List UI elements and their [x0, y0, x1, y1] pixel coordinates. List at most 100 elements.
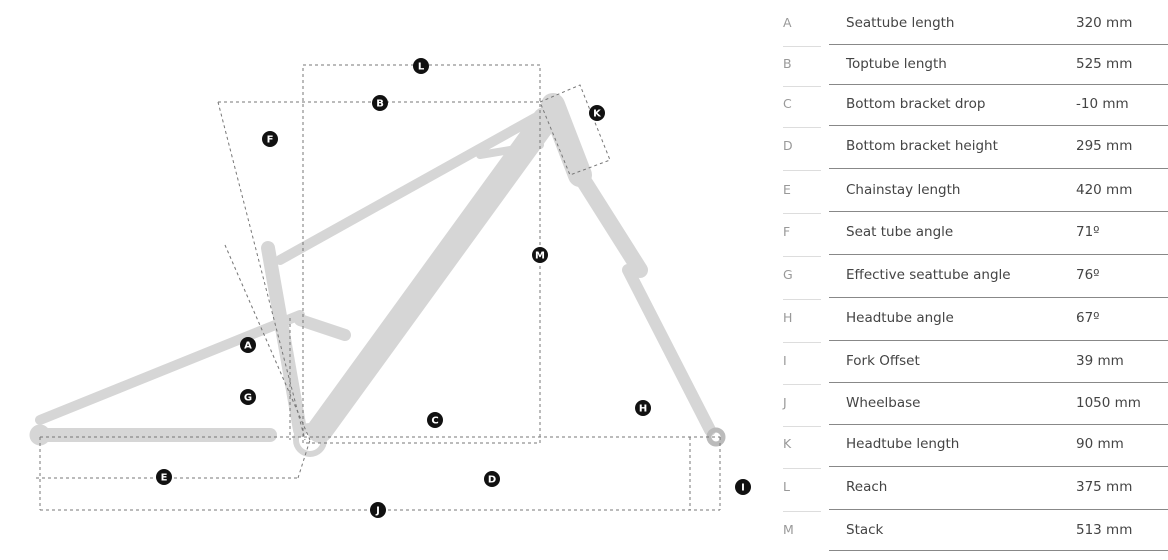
row-divider — [829, 44, 1168, 45]
spec-value: 90 mm — [1076, 436, 1124, 452]
row-divider — [783, 511, 821, 512]
bike-frame — [29, 93, 726, 457]
spec-name: Stack — [846, 522, 884, 538]
row-divider — [829, 168, 1168, 169]
marker-label: H — [639, 404, 647, 415]
spec-row: H Headtube angle 67º — [783, 310, 1168, 330]
row-divider — [829, 509, 1168, 510]
spec-name: Seattube length — [846, 15, 955, 31]
spec-value: -10 mm — [1076, 96, 1129, 112]
marker-l — [413, 58, 429, 74]
spec-name: Bottom bracket drop — [846, 96, 986, 112]
marker-m — [532, 247, 548, 263]
spec-letter: D — [783, 138, 793, 153]
marker-h — [635, 400, 651, 416]
marker-a — [240, 337, 256, 353]
spec-value: 71º — [1076, 224, 1100, 240]
marker-e — [156, 469, 172, 485]
row-divider — [829, 382, 1168, 383]
marker-label: J — [375, 506, 380, 517]
row-divider — [783, 384, 821, 385]
row-divider — [829, 297, 1168, 298]
marker-label: E — [161, 473, 168, 484]
label-markers: A B C D E F G H I J K L M — [156, 58, 751, 518]
spec-row: F Seat tube angle 71º — [783, 224, 1168, 244]
spec-letter: E — [783, 182, 791, 197]
row-divider — [783, 426, 821, 427]
spec-letter: A — [783, 15, 792, 30]
spec-row: D Bottom bracket height 295 mm — [783, 138, 1168, 158]
marker-label: A — [244, 341, 252, 352]
spec-name: Fork Offset — [846, 353, 920, 369]
marker-label: I — [741, 483, 745, 494]
spec-letter: L — [783, 479, 790, 494]
spec-value: 76º — [1076, 267, 1100, 283]
row-divider — [829, 466, 1168, 467]
row-divider — [783, 46, 821, 47]
marker-k — [589, 105, 605, 121]
marker-label: B — [376, 99, 384, 110]
spec-value: 375 mm — [1076, 479, 1133, 495]
marker-label: C — [431, 416, 438, 427]
spec-value: 67º — [1076, 310, 1100, 326]
spec-name: Effective seattube angle — [846, 267, 1011, 283]
spec-value: 1050 mm — [1076, 395, 1141, 411]
row-divider — [783, 170, 821, 171]
spec-row: M Stack 513 mm — [783, 522, 1168, 542]
spec-name: Bottom bracket height — [846, 138, 998, 154]
row-divider — [829, 211, 1168, 212]
row-divider — [783, 299, 821, 300]
spec-name: Headtube angle — [846, 310, 954, 326]
marker-c — [427, 412, 443, 428]
row-divider — [783, 468, 821, 469]
spec-value: 295 mm — [1076, 138, 1133, 154]
marker-d — [484, 471, 500, 487]
marker-b — [372, 95, 388, 111]
row-divider — [829, 424, 1168, 425]
spec-letter: J — [783, 395, 787, 410]
marker-label: M — [535, 251, 545, 262]
row-divider — [829, 125, 1168, 126]
marker-label: F — [267, 135, 274, 146]
marker-j — [370, 502, 386, 518]
spec-letter: G — [783, 267, 793, 282]
spec-letter: F — [783, 224, 791, 239]
spec-row: C Bottom bracket drop -10 mm — [783, 96, 1168, 116]
spec-letter: C — [783, 96, 792, 111]
spec-name: Headtube length — [846, 436, 960, 452]
marker-label: K — [593, 109, 602, 120]
spec-letter: I — [783, 353, 787, 368]
spec-name: Chainstay length — [846, 182, 961, 198]
spec-name: Reach — [846, 479, 888, 495]
spec-letter: K — [783, 436, 792, 451]
spec-value: 420 mm — [1076, 182, 1133, 198]
marker-label: D — [488, 475, 496, 486]
spec-row: L Reach 375 mm — [783, 479, 1168, 499]
row-divider — [829, 340, 1168, 341]
row-divider — [783, 342, 821, 343]
spec-row: K Headtube length 90 mm — [783, 436, 1168, 456]
marker-label: G — [244, 393, 252, 404]
marker-g — [240, 389, 256, 405]
row-divider — [783, 213, 821, 214]
marker-label: L — [418, 62, 425, 73]
spec-value: 525 mm — [1076, 56, 1133, 72]
row-divider — [783, 127, 821, 128]
spec-row: I Fork Offset 39 mm — [783, 353, 1168, 373]
dimension-lines — [36, 64, 721, 511]
spec-name: Seat tube angle — [846, 224, 954, 240]
spec-letter: M — [783, 522, 794, 537]
row-divider — [829, 254, 1168, 255]
spec-row: G Effective seattube angle 76º — [783, 267, 1168, 287]
spec-letter: H — [783, 310, 793, 325]
row-divider — [829, 84, 1168, 85]
row-divider — [783, 256, 821, 257]
row-divider — [829, 550, 1168, 551]
bike-geometry-diagram: A B C D E F G H I J K L M — [29, 58, 751, 518]
row-divider — [783, 86, 821, 87]
spec-value: 513 mm — [1076, 522, 1133, 538]
spec-value: 39 mm — [1076, 353, 1124, 369]
